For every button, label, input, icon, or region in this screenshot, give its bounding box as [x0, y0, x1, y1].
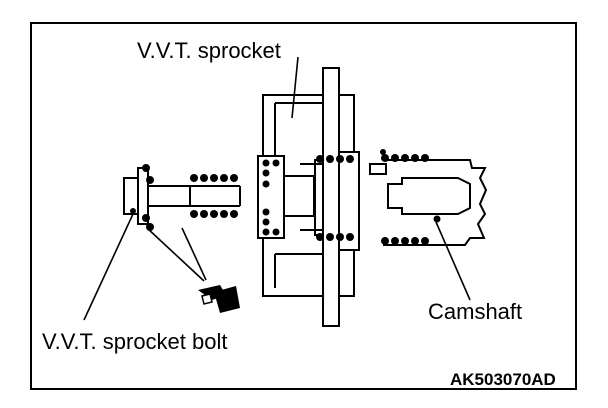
oil-leader-line-b — [181, 227, 207, 281]
oil-leader-line-a — [146, 227, 205, 282]
bolt-leader-line — [83, 213, 134, 321]
oil-dots — [130, 149, 441, 245]
diagram-frame — [30, 22, 577, 390]
sprocket-body-drawing — [257, 67, 360, 327]
sprocket-leader-line — [291, 56, 299, 119]
camshaft-leader-line — [435, 221, 471, 301]
vvt-sprocket-label: V.V.T. sprocket — [137, 38, 281, 63]
camshaft-drawing — [369, 159, 488, 246]
camshaft-label: Camshaft — [428, 299, 523, 324]
vvt-sprocket-bolt-label: V.V.T. sprocket bolt — [42, 329, 228, 354]
figure-code: AK503070AD — [450, 370, 556, 389]
oil-can-icon — [198, 285, 240, 313]
